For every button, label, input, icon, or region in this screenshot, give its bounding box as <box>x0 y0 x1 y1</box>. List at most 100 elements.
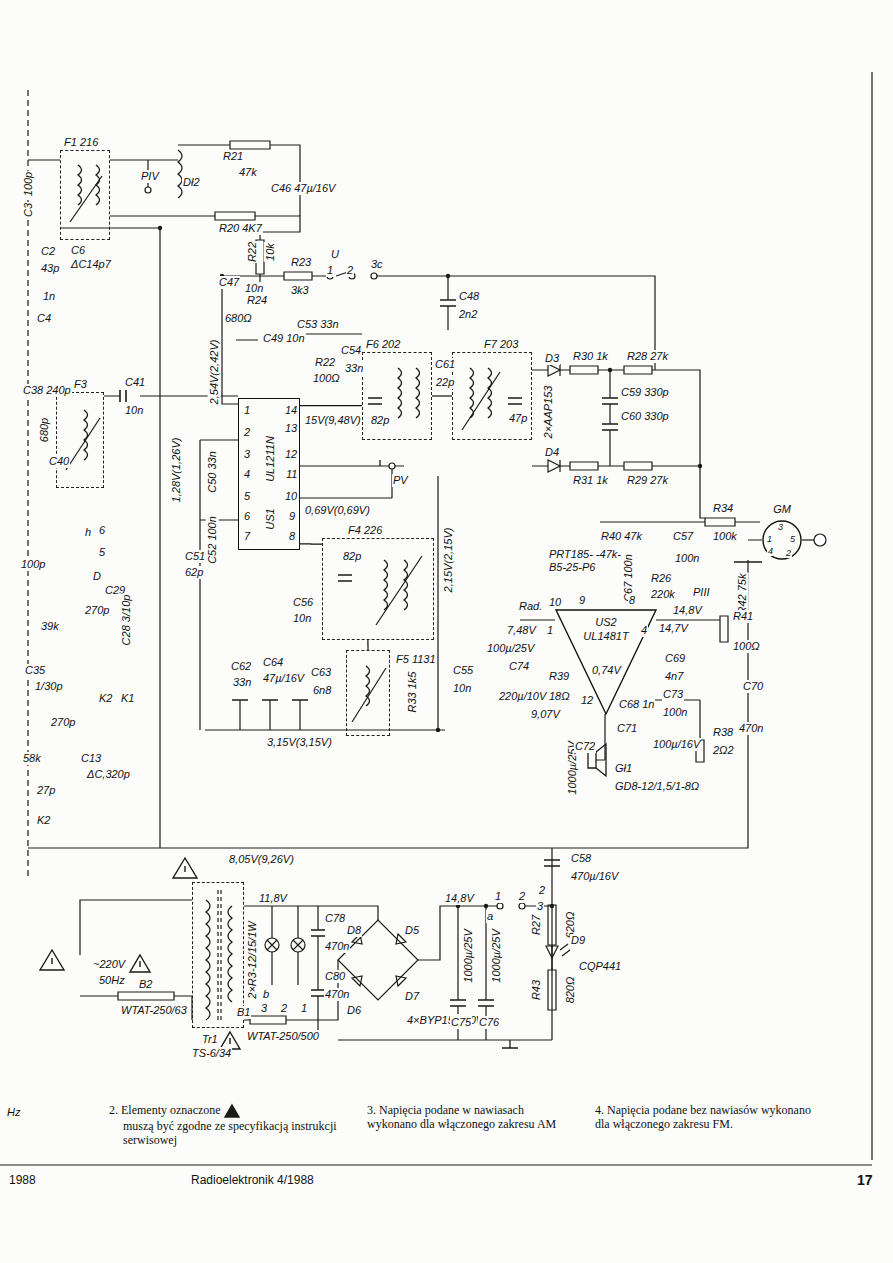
component-label: 47p <box>508 412 528 425</box>
component-label: U <box>330 248 340 261</box>
terminal <box>389 463 395 469</box>
component-label: 12 <box>580 694 594 707</box>
signal-wire <box>300 543 322 544</box>
resistor-symbol <box>705 518 735 526</box>
coil-symbol <box>470 368 474 418</box>
component-label: C53 33n <box>296 318 340 331</box>
component-label: Gł1 <box>614 762 633 775</box>
component-label: C35 <box>24 664 46 677</box>
part-designation: F7 203 <box>483 338 519 350</box>
terminal <box>519 903 525 909</box>
component-label: C78 <box>324 912 346 925</box>
component-label: 2,15V(2,15V) <box>442 527 455 594</box>
wire <box>240 700 300 730</box>
component-label: 4×BYP150-50V <box>406 1014 484 1027</box>
component-label: C47 <box>218 276 240 289</box>
capacitor-symbol <box>440 300 456 306</box>
coil-symbol <box>384 560 388 610</box>
component-label: C55 <box>452 664 474 677</box>
resistor-symbol <box>548 905 556 945</box>
resistor-symbol <box>624 462 652 470</box>
wire-junction <box>698 464 702 468</box>
coil-symbol <box>416 368 420 418</box>
shielded-coil: F5 1131 <box>346 650 390 736</box>
component-label: 0,69V(0,69V) <box>304 504 371 517</box>
diode-symbol <box>548 460 560 472</box>
component-label: PIV <box>140 170 160 183</box>
component-label: 27p <box>36 784 56 797</box>
coil-symbol <box>488 368 492 418</box>
capacitor-symbol <box>368 398 522 404</box>
coil-symbol <box>96 165 100 205</box>
wire <box>272 906 298 985</box>
component-label: 4n7 <box>664 670 684 683</box>
resistor-symbol <box>118 141 735 1024</box>
resistor-symbol <box>570 462 598 470</box>
diode-symbol <box>560 944 570 956</box>
component-label: Rad. <box>518 600 543 613</box>
component-label: C51 <box>184 550 206 563</box>
resistor-symbol <box>215 212 255 220</box>
component-label: PRT185- -47k-B5-25-P6 <box>548 548 622 573</box>
component-label: 6 <box>243 510 251 523</box>
component-label: 2 <box>518 890 526 903</box>
component-label: 4 <box>640 624 648 637</box>
component-label: 100n <box>662 706 688 719</box>
component-label: 82p <box>370 414 390 427</box>
component-label: 14,8V <box>444 892 475 905</box>
speaker-symbol <box>588 752 596 768</box>
component-label: C38 240p <box>22 384 72 397</box>
component-label: 270p <box>84 604 110 617</box>
component-label: WTAT-250/63 <box>120 1004 188 1017</box>
shielded-coil: F3 <box>56 392 104 488</box>
pin-number: 3 <box>777 522 784 532</box>
component-label: R30 1k <box>572 350 609 363</box>
component-label: WTAT-250/500 <box>246 1030 320 1043</box>
wire <box>28 540 762 848</box>
component-label: 14 <box>284 404 298 417</box>
component-label: 9,07V <box>530 708 561 721</box>
component-label: Dł2 <box>182 176 201 189</box>
component-label: 100k <box>712 530 738 543</box>
wire <box>178 145 300 216</box>
capacitor-symbol <box>120 390 126 402</box>
component-label: 470µ/16V <box>570 870 619 883</box>
warning-triangle <box>40 858 240 1117</box>
component-label: R40 47k <box>600 530 643 543</box>
component-label: 1 <box>300 1002 308 1015</box>
component-label: R27 <box>530 914 543 936</box>
component-label: 1 <box>243 404 251 417</box>
lamp-symbol <box>265 938 305 952</box>
shielded-coil: F6 202 <box>362 352 432 440</box>
component-label: 2,54V(2,42V) <box>208 339 221 406</box>
diode-symbol <box>546 946 558 958</box>
component-label: C74 <box>508 660 530 673</box>
coil-symbol <box>66 150 500 1022</box>
component-label: R20 4K7 <box>218 222 263 235</box>
component-label: ~220V <box>92 958 126 971</box>
resistor-symbol <box>284 272 312 280</box>
capacitor-symbol <box>338 575 352 581</box>
component-label: 15V(9,48V) <box>304 414 362 427</box>
component-label: 100Ω <box>732 640 761 653</box>
coil-symbol <box>206 900 210 1020</box>
coil-symbol <box>66 418 100 470</box>
wire <box>376 276 655 370</box>
component-label: 680Ω <box>224 312 253 325</box>
shielded-coil: F7 203 <box>452 352 532 440</box>
component-label: 7 <box>243 530 251 543</box>
component-label: PV <box>392 474 409 487</box>
resistor-symbol <box>624 366 652 374</box>
component-label: D5 <box>404 924 420 937</box>
component-label: D6 <box>346 1004 362 1017</box>
component-label: C57 <box>672 530 694 543</box>
component-label: 1/30p <box>34 680 64 693</box>
component-label: 2×AAP153 <box>542 385 555 440</box>
component-label: C4 <box>36 312 52 325</box>
component-label: C63 <box>310 666 332 679</box>
wire-junction <box>608 368 612 372</box>
wire <box>317 906 318 1040</box>
wire <box>28 159 178 160</box>
component-label: 3,15V(3,15V) <box>266 736 333 749</box>
component-label: 33n <box>344 362 364 375</box>
